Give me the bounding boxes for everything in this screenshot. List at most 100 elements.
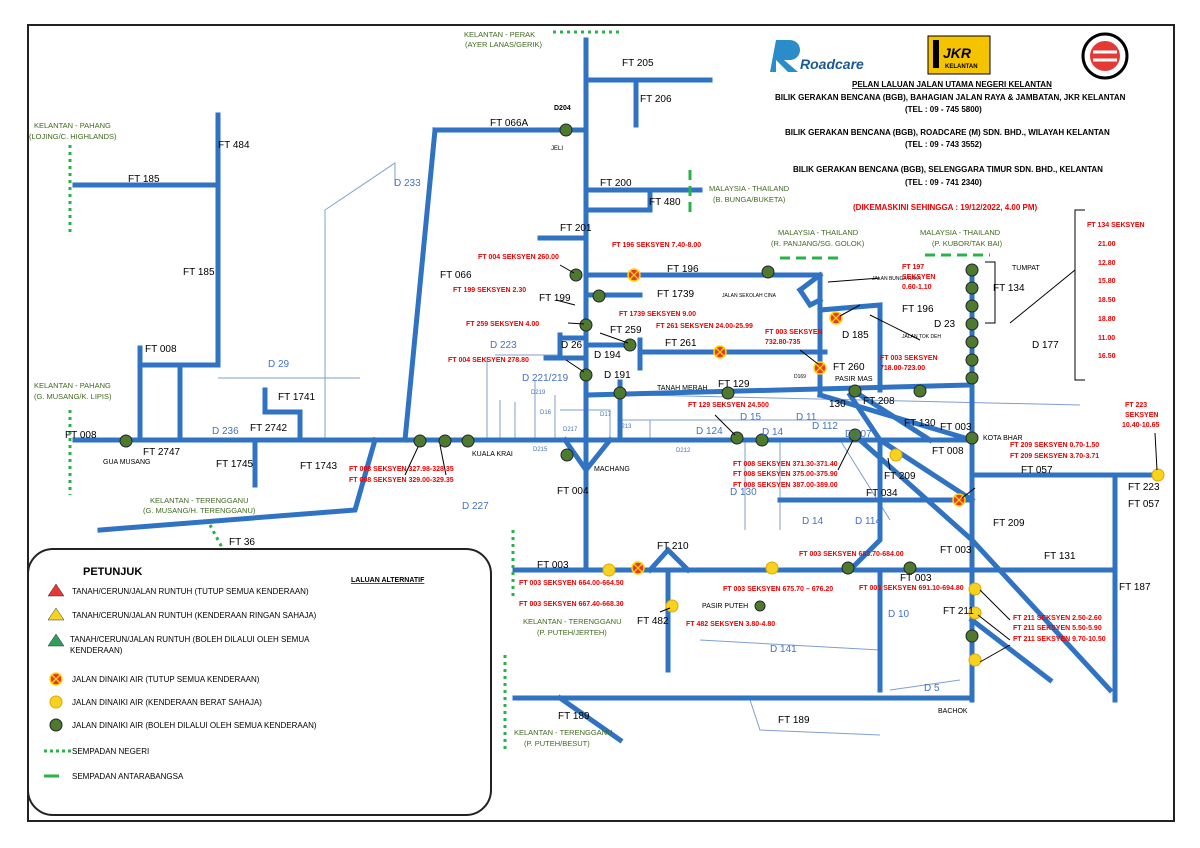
svg-text:FT 484: FT 484 [218,140,250,151]
svg-text:18.80: 18.80 [1098,316,1116,323]
svg-text:(R. PANJANG/SG. GOLOK): (R. PANJANG/SG. GOLOK) [771,239,865,248]
svg-text:D17: D17 [600,412,612,418]
roadcare-logo: Roadcare [770,40,864,72]
svg-text:FT 209 SEKSYEN 0.70-1.50: FT 209 SEKSYEN 0.70-1.50 [1010,442,1099,449]
legend-item-5: JALAN DINAIKI AIR (BOLEH DILALUI OLEH SE… [72,721,317,730]
svg-text:MALAYSIA - THAILAND: MALAYSIA - THAILAND [920,228,1001,237]
legend-item-6: SEMPADAN NEGERI [72,747,149,756]
svg-text:TANAH MERAH: TANAH MERAH [657,385,707,392]
svg-text:FT 201: FT 201 [560,223,592,234]
svg-text:16.50: 16.50 [1098,353,1116,360]
svg-text:FT 209 SEKSYEN 3.70-3.71: FT 209 SEKSYEN 3.70-3.71 [1010,453,1099,460]
svg-text:KELANTAN - PAHANG: KELANTAN - PAHANG [34,121,111,130]
svg-text:FT 185: FT 185 [183,267,215,278]
svg-text:FT 2747: FT 2747 [143,447,180,458]
legend-alt-title: LALUAN ALTERNATIF [351,577,425,584]
svg-text:KELANTAN - TERENGGANU: KELANTAN - TERENGGANU [523,617,622,626]
svg-text:D 114: D 114 [855,516,881,527]
circle-green-icon [49,718,63,732]
svg-text:FT 189: FT 189 [778,715,810,726]
svg-text:FT 260: FT 260 [833,362,865,373]
svg-text:FT 205: FT 205 [622,58,654,69]
svg-text:FT 008: FT 008 [145,344,177,355]
svg-text:FT 259 SEKSYEN 4.00: FT 259 SEKSYEN 4.00 [466,321,539,328]
svg-text:FT 187: FT 187 [1119,582,1151,593]
svg-text:FT 008: FT 008 [932,446,964,457]
map-frame [27,24,1175,822]
svg-text:D 223: D 223 [490,340,517,351]
svg-text:FT 057: FT 057 [1021,465,1053,476]
svg-text:FT 008 SEKSYEN 375.00-375.90: FT 008 SEKSYEN 375.00-375.90 [733,471,838,478]
svg-text:FT 1739 SEKSYEN 9.00: FT 1739 SEKSYEN 9.00 [619,311,696,318]
svg-text:PELAN LALUAN JALAN UTAMA NEGER: PELAN LALUAN JALAN UTAMA NEGERI KELANTAN [852,80,1052,89]
legend-graphic: PETUNJUK LALUAN ALTERNATIF TANAH/CERUN/J… [44,566,425,781]
svg-text:D 15: D 15 [740,412,762,423]
svg-text:FT 003 SEKSYEN: FT 003 SEKSYEN [880,355,938,362]
svg-text:SEKSYEN: SEKSYEN [1125,412,1158,419]
svg-text:D 5: D 5 [924,683,940,694]
svg-text:(B. BUNGA/BUKETA): (B. BUNGA/BUKETA) [713,195,786,204]
svg-text:D 14: D 14 [802,516,824,527]
svg-text:MALAYSIA - THAILAND: MALAYSIA - THAILAND [709,184,790,193]
svg-text:FT 2742: FT 2742 [250,423,287,434]
state-borders [68,30,990,750]
svg-text:FT 134 SEKSYEN: FT 134 SEKSYEN [1087,222,1145,229]
svg-text:JALAN SEKOLAH CINA: JALAN SEKOLAH CINA [722,293,777,299]
triangle-green-icon [47,633,65,647]
svg-text:FT 004 SEKSYEN 260.00: FT 004 SEKSYEN 260.00 [478,254,559,261]
road-labels: FT 205 FT 206 D204 JELI FT 066A FT 484 F… [65,58,1160,726]
pointer-arrows [404,209,1158,663]
svg-text:FT 208: FT 208 [863,396,895,407]
svg-text:(AYER LANAS/GERIK): (AYER LANAS/GERIK) [465,40,542,49]
svg-text:D 194: D 194 [594,350,621,361]
svg-text:JKR: JKR [943,45,972,61]
svg-text:FT 129 SEKSYEN 24.500: FT 129 SEKSYEN 24.500 [688,402,769,409]
svg-text:Roadcare: Roadcare [800,56,864,72]
major-roads [72,37,1163,744]
svg-text:FT 480: FT 480 [649,197,681,208]
svg-text:FT 36: FT 36 [229,537,255,548]
svg-text:PASIR PUTEH: PASIR PUTEH [702,603,748,610]
legend-item-1: TANAH/CERUN/JALAN RUNTUH (KENDERAAN RING… [72,611,317,620]
svg-text:D 233: D 233 [394,178,421,189]
svg-text:FT 057: FT 057 [1128,499,1160,510]
svg-text:(G. MUSANG/K. LIPIS): (G. MUSANG/K. LIPIS) [34,392,112,401]
svg-text:FT 034: FT 034 [866,488,898,499]
svg-text:D 130: D 130 [730,487,757,498]
selenggara-logo [1081,32,1129,80]
svg-text:FT 008 SEKSYEN 329.00-329.35: FT 008 SEKSYEN 329.00-329.35 [349,477,454,484]
svg-text:FT 259: FT 259 [610,325,642,336]
svg-text:21.00: 21.00 [1098,241,1116,248]
svg-text:FT 482: FT 482 [637,616,669,627]
svg-text:(P. PUTEH/BESUT): (P. PUTEH/BESUT) [524,739,590,748]
svg-text:FT 003 SEKSYEN: FT 003 SEKSYEN [765,329,823,336]
svg-text:GUA MUSANG: GUA MUSANG [103,459,150,466]
svg-text:KOTA BHAR: KOTA BHAR [983,435,1023,442]
svg-text:D 185: D 185 [842,330,869,341]
svg-text:(TEL : 09 - 745 5800): (TEL : 09 - 745 5800) [905,105,982,114]
svg-text:FT 196 SEKSYEN 7.40-8.00: FT 196 SEKSYEN 7.40-8.00 [612,242,701,249]
svg-text:KELANTAN - TERENGGANU: KELANTAN - TERENGGANU [514,728,613,737]
svg-text:FT 210: FT 210 [657,541,689,552]
svg-text:FT 130: FT 130 [904,418,936,429]
svg-text:FT 003 SEKSYEN 691.10-694.80: FT 003 SEKSYEN 691.10-694.80 [859,585,964,592]
svg-text:FT 131: FT 131 [1044,551,1076,562]
svg-text:FT 196: FT 196 [902,304,934,315]
svg-text:FT 008 SEKSYEN 327.98-328.35: FT 008 SEKSYEN 327.98-328.35 [349,466,454,473]
legend-item-2-wrap: TANAH/CERUN/JALAN RUNTUH (BOLEH DILALUI … [70,635,309,655]
circle-red-icon [49,672,63,686]
svg-text:D204: D204 [554,105,571,112]
svg-text:D 227: D 227 [462,501,489,512]
svg-text:KELANTAN: KELANTAN [945,64,978,70]
svg-text:(LOJING/C. HIGHLANDS): (LOJING/C. HIGHLANDS) [29,132,117,141]
svg-text:D 236: D 236 [212,426,239,437]
svg-text:KELANTAN - PERAK: KELANTAN - PERAK [464,30,535,39]
svg-text:FT 129: FT 129 [718,379,750,390]
svg-text:D 191: D 191 [604,370,631,381]
svg-text:FT 003 SEKSYEN 675.70 – 676.20: FT 003 SEKSYEN 675.70 – 676.20 [723,586,833,593]
svg-text:FT 004 SEKSYEN 278.80: FT 004 SEKSYEN 278.80 [448,357,529,364]
svg-text:KUALA KRAI: KUALA KRAI [472,451,513,458]
svg-text:130: 130 [829,399,846,410]
svg-text:TUMPAT: TUMPAT [1012,265,1040,272]
svg-text:732.80-735: 732.80-735 [765,339,801,346]
